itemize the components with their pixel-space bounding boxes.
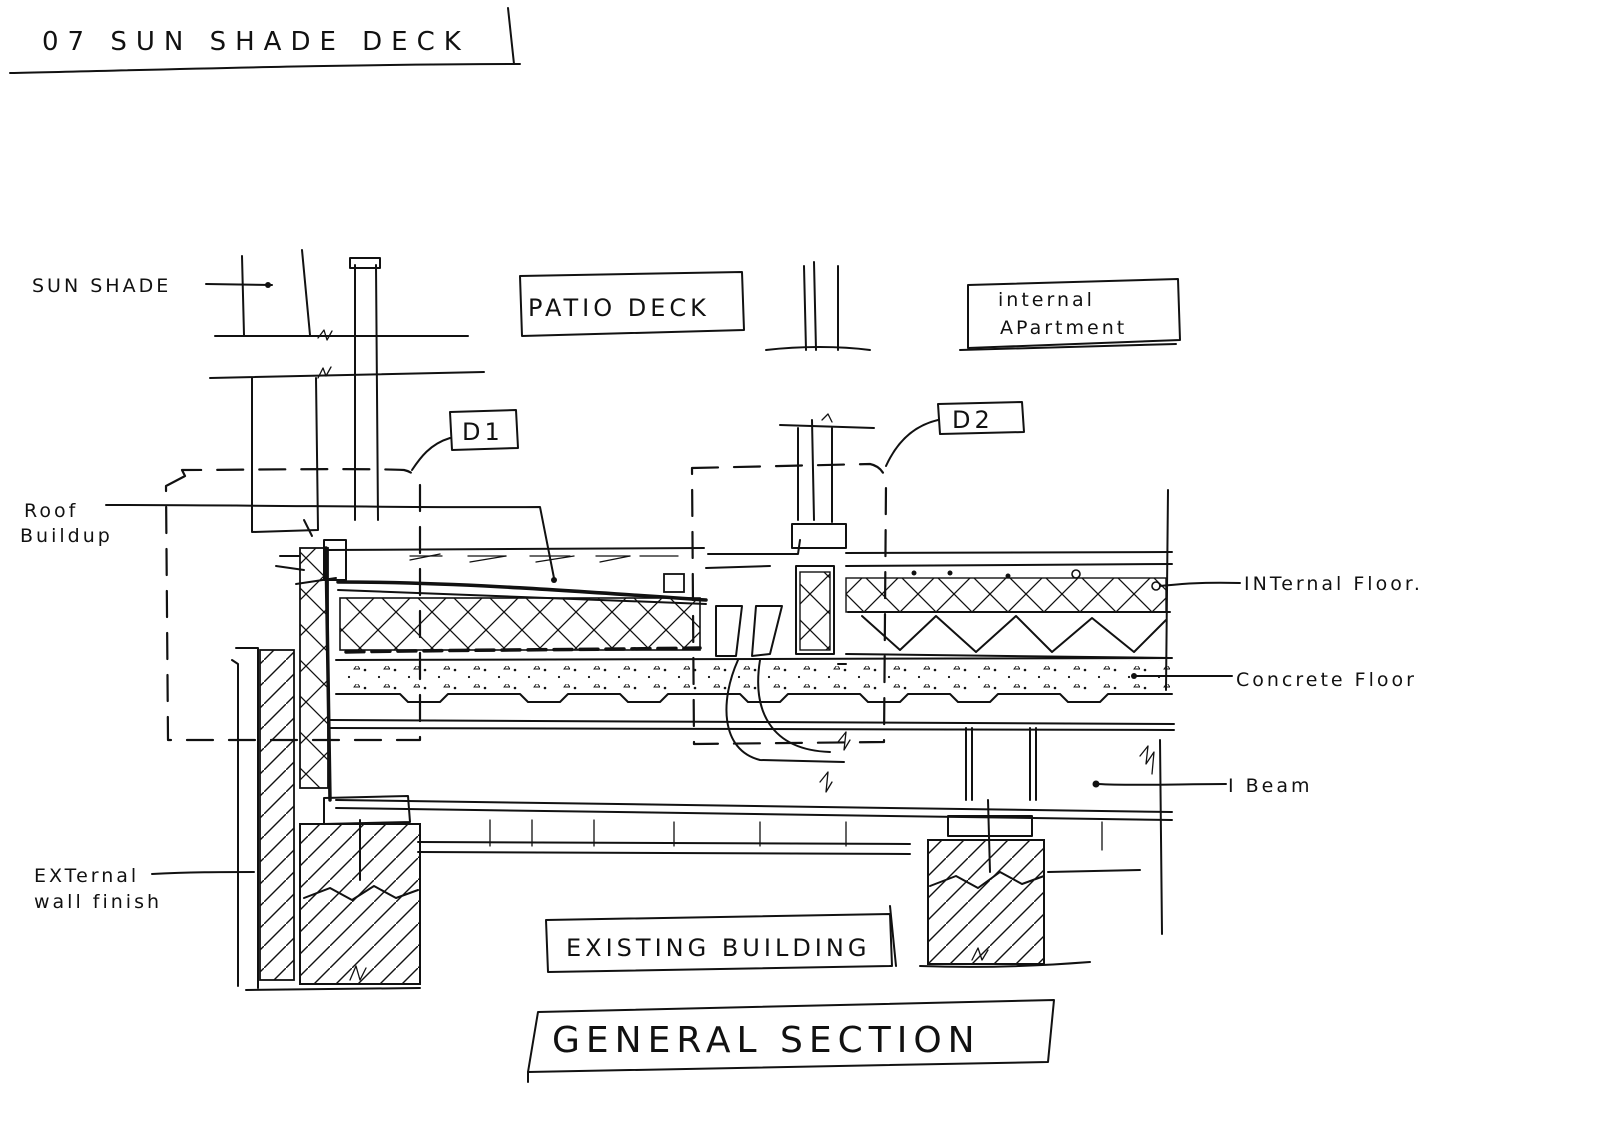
roof-buildup xyxy=(327,547,708,654)
label-concrete-floor: Concrete Floor xyxy=(1236,669,1417,691)
patio-deck-tag: PATIO DECK xyxy=(519,271,745,337)
annotation-labels: SUN SHADE Roof Buildup INTernal Floor. C… xyxy=(20,275,1423,913)
internal-apartment-line1: internal xyxy=(998,289,1095,311)
door-threshold xyxy=(705,523,851,793)
general-section-tag: GENERAL SECTION xyxy=(527,999,1055,1083)
label-external-wall-2: wall finish xyxy=(34,891,162,913)
concrete-floor xyxy=(329,657,1175,731)
d2-tag: D2 xyxy=(885,401,1025,467)
internal-floor-buildup xyxy=(845,551,1173,659)
label-external-wall-1: EXTernal xyxy=(34,865,139,887)
i-beam xyxy=(335,727,1173,855)
d2-text: D2 xyxy=(952,406,994,434)
detail-callouts xyxy=(164,462,888,746)
patio-deck-text: PATIO DECK xyxy=(528,294,710,322)
label-roof-buildup-2: Buildup xyxy=(20,525,113,547)
internal-apartment-tag: internal APartment xyxy=(959,278,1181,351)
label-roof-buildup-1: Roof xyxy=(24,500,78,522)
sun-shade-structure xyxy=(209,249,485,537)
d1-text: D1 xyxy=(462,418,504,446)
leader-lines xyxy=(105,283,1241,875)
external-wall xyxy=(231,539,347,989)
label-internal-floor: INTernal Floor. xyxy=(1244,573,1423,595)
general-section-text: GENERAL SECTION xyxy=(552,1020,981,1061)
door-posts xyxy=(765,261,875,523)
label-i-beam: I Beam xyxy=(1228,775,1313,797)
internal-apartment-line2: APartment xyxy=(1000,317,1127,339)
d1-tag: D1 xyxy=(411,409,519,471)
title-block: 07 SUN SHADE DECK xyxy=(9,7,521,74)
existing-building-walls xyxy=(245,489,1169,991)
existing-building-tag: EXISTING BUILDING xyxy=(545,905,897,973)
existing-building-text: EXISTING BUILDING xyxy=(566,934,870,962)
label-sun-shade: SUN SHADE xyxy=(32,275,171,297)
drawing-title: 07 SUN SHADE DECK xyxy=(42,27,470,57)
